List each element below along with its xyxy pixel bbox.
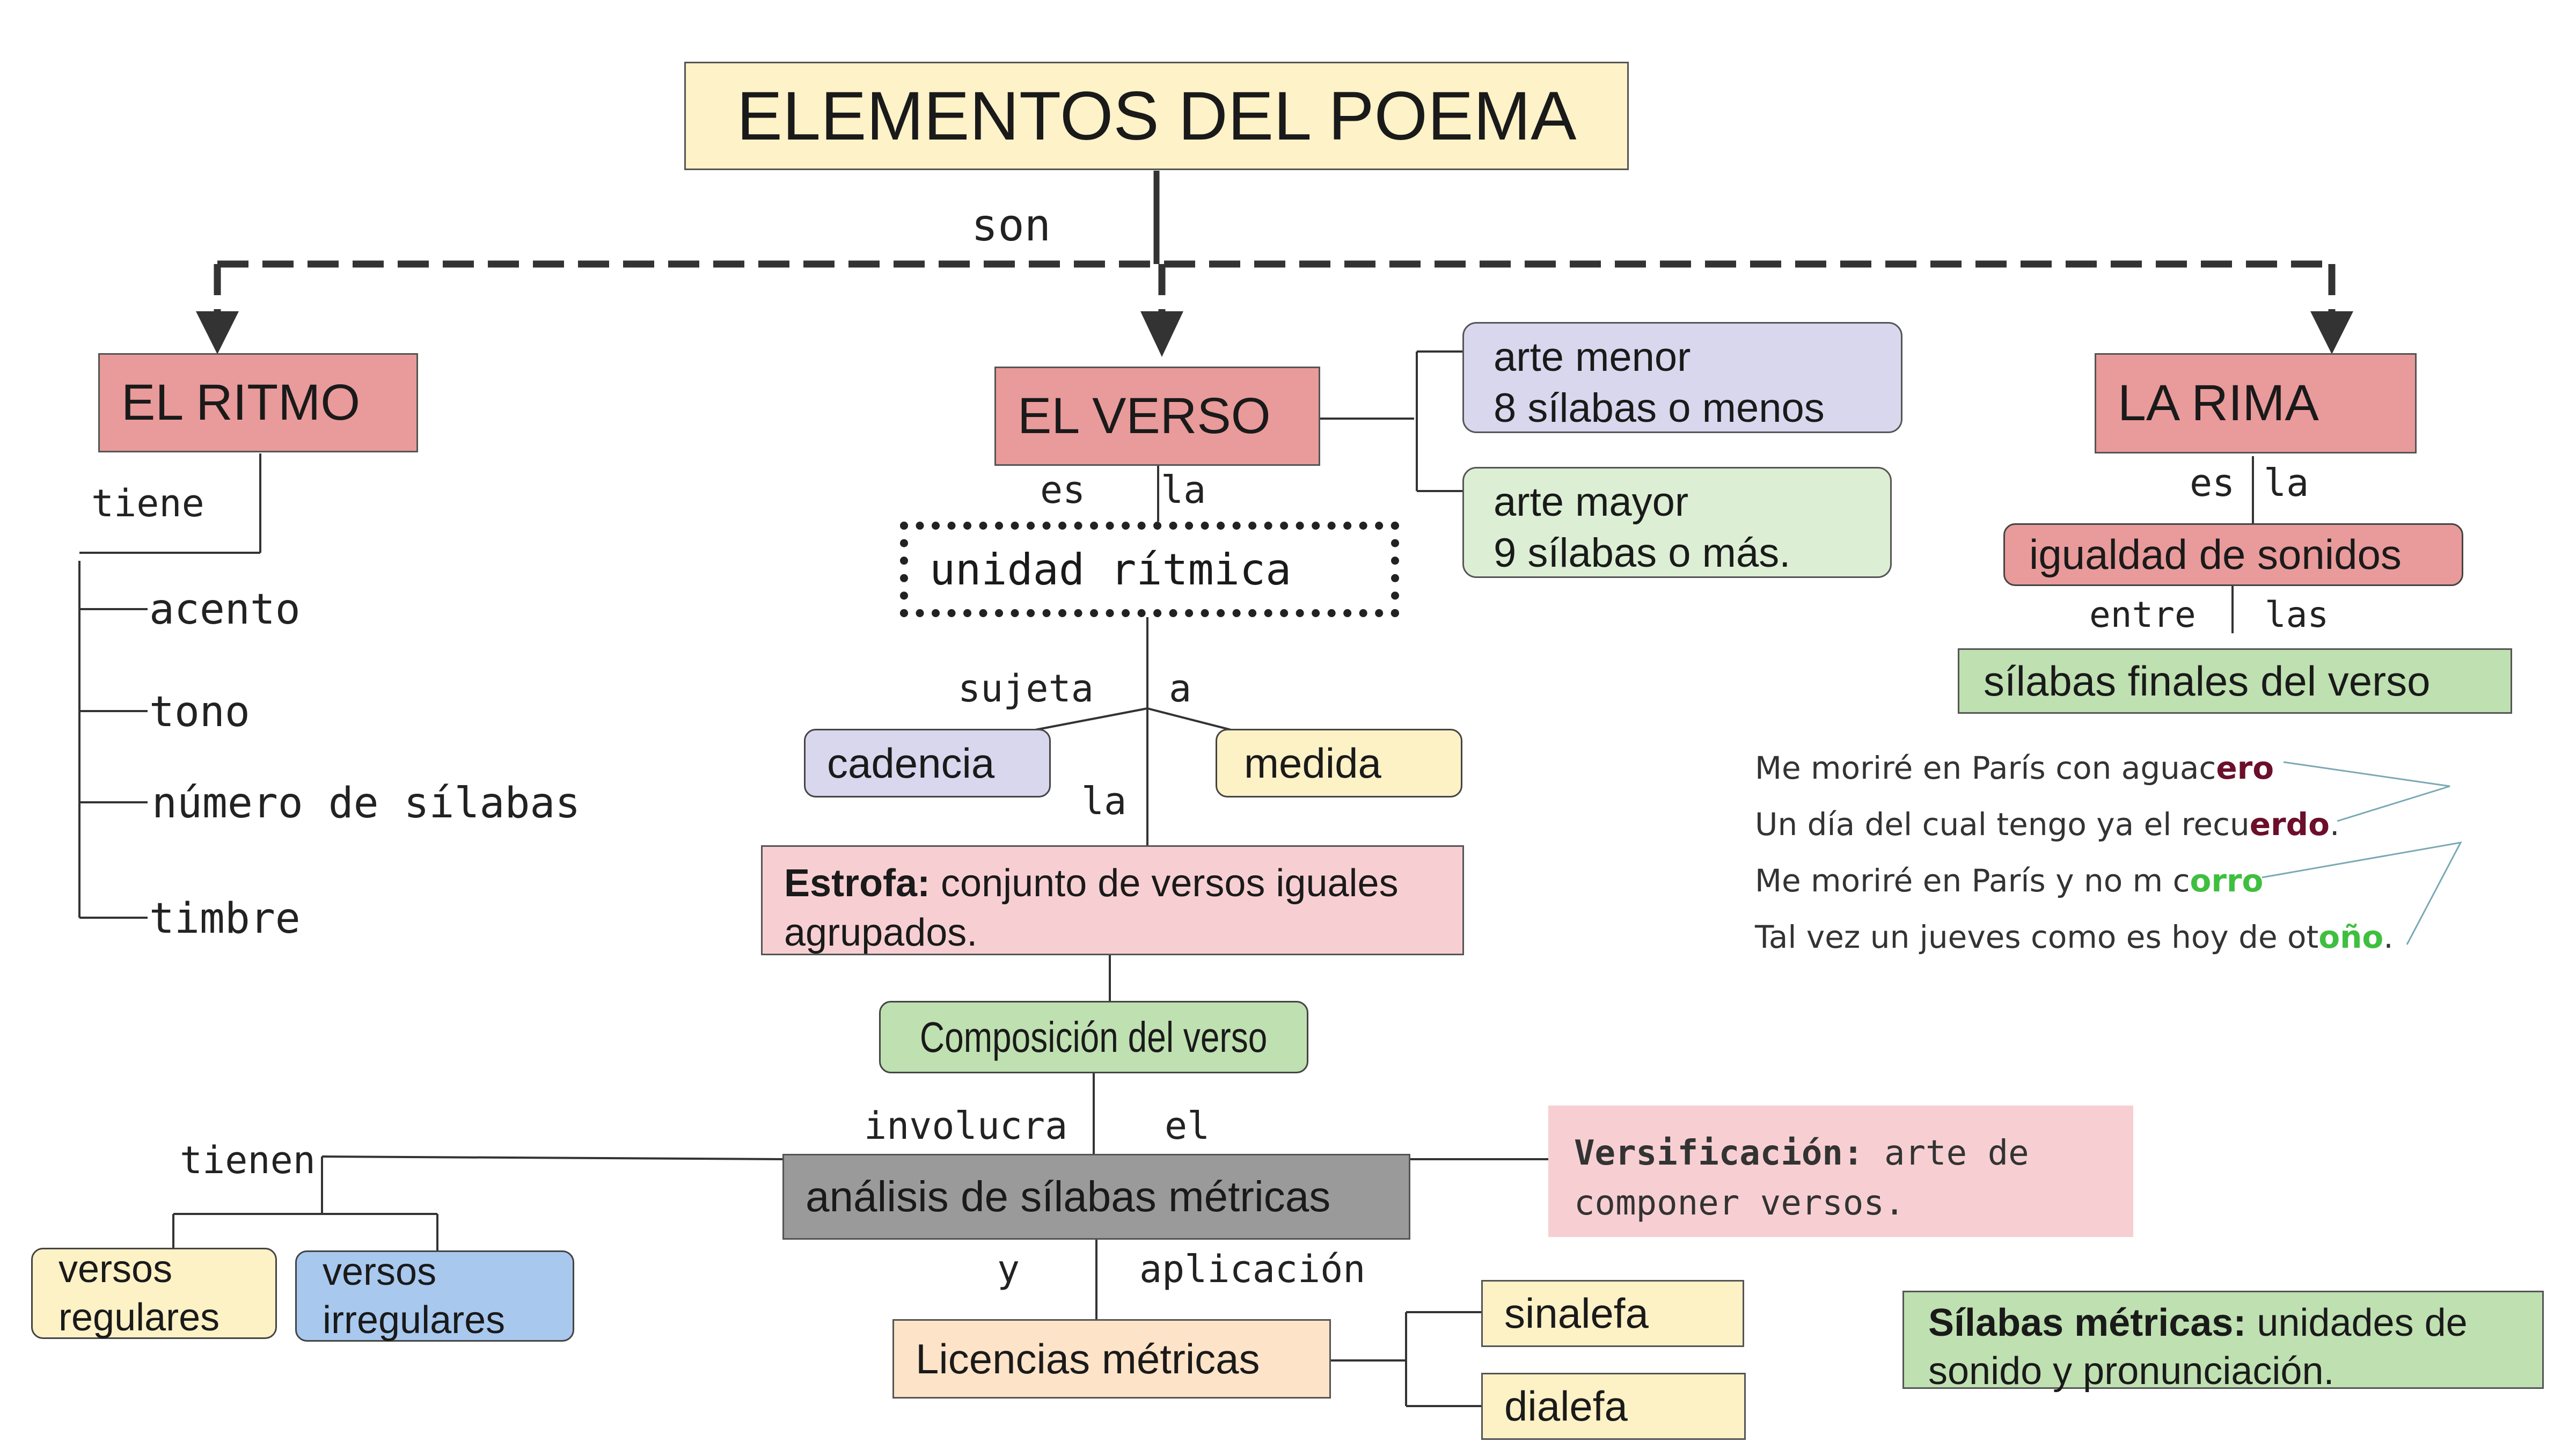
- ritmo-item-numero-silabas: número de sílabas: [152, 779, 581, 828]
- versos-regulares-box: versos regulares: [31, 1248, 277, 1339]
- ritmo-box: EL RITMO: [98, 353, 418, 452]
- poem-line-3: Me moriré en París y no m corro: [1755, 865, 2263, 896]
- link-sujeta: sujeta: [958, 667, 1094, 711]
- verso-title: EL VERSO: [1018, 387, 1271, 444]
- arte-menor-box: arte menor 8 sílabas o menos: [1462, 322, 1902, 433]
- estrofa-term: Estrofa:: [784, 862, 931, 905]
- poem-line-1: Me moriré en París con aguacero: [1755, 752, 2274, 784]
- cadencia-text: cadencia: [827, 739, 995, 787]
- igualdad-box: igualdad de sonidos: [2003, 523, 2463, 586]
- composicion-box: Composición del verso: [879, 1001, 1308, 1073]
- link-involucra: involucra: [864, 1104, 1068, 1148]
- licencias-text: Licencias métricas: [916, 1335, 1260, 1382]
- ritmo-item-timbre: timbre: [149, 895, 301, 943]
- link-verso-la: la: [1161, 468, 1206, 512]
- link-entre: entre: [2089, 594, 2196, 635]
- sinalefa-text: sinalefa: [1504, 1290, 1649, 1337]
- link-rima-es: es: [2190, 461, 2235, 505]
- poem-line-4-end: .: [2383, 919, 2394, 955]
- ritmo-item-tono: tono: [149, 688, 250, 736]
- link-tiene: tiene: [91, 481, 204, 525]
- versos-regulares-text: versos regulares: [58, 1248, 220, 1339]
- dialefa-text: dialefa: [1504, 1382, 1628, 1430]
- poem-line-1-text: Me moriré en París con aguac: [1755, 750, 2216, 786]
- silabas-metricas-term: Sílabas métricas:: [1928, 1301, 2246, 1344]
- arte-mayor-box: arte mayor 9 sílabas o más.: [1462, 467, 1892, 578]
- link-el: el: [1165, 1104, 1210, 1148]
- unidad-ritmica-box: unidad rítmica: [900, 522, 1399, 617]
- versificacion-definition: arte de componer versos.: [1574, 1133, 2029, 1223]
- link-la-medida: la: [1081, 779, 1127, 823]
- silabas-finales-text: sílabas finales del verso: [1984, 657, 2431, 705]
- verso-box: EL VERSO: [994, 367, 1320, 466]
- silabas-finales-box: sílabas finales del verso: [1958, 648, 2512, 714]
- rima-title: LA RIMA: [2118, 375, 2319, 431]
- versos-irregulares-text: versos irregulares: [323, 1250, 506, 1342]
- licencias-box: Licencias métricas: [892, 1319, 1331, 1399]
- poem-line-3-rhyme: orro: [2190, 862, 2264, 899]
- link-rima-la: la: [2264, 461, 2309, 505]
- versificacion-term: Versificación:: [1574, 1133, 1864, 1173]
- link-tienen: tienen: [180, 1138, 316, 1182]
- estrofa-definition: conjunto de versos iguales agrupados.: [784, 862, 1399, 955]
- link-y: y: [997, 1247, 1020, 1291]
- poem-line-2: Un día del cual tengo ya el recuerdo.: [1755, 809, 2339, 840]
- poem-line-2-text: Un día del cual tengo ya el recu: [1755, 806, 2250, 843]
- poem-line-2-end: .: [2330, 806, 2340, 843]
- estrofa-box: Estrofa: conjunto de versos iguales agru…: [761, 845, 1464, 955]
- analisis-box: análisis de sílabas métricas: [782, 1154, 1410, 1240]
- ritmo-title: EL RITMO: [121, 374, 361, 431]
- silabas-metricas-definition: unidades de sonido y pronunciación.: [1928, 1301, 2468, 1393]
- medida-text: medida: [1244, 739, 1381, 787]
- arte-mayor-line1: arte mayor: [1494, 479, 1689, 525]
- unidad-ritmica-text: unidad rítmica: [930, 544, 1292, 595]
- sinalefa-box: sinalefa: [1481, 1280, 1744, 1347]
- versificacion-box: Versificación: arte de componer versos.: [1548, 1106, 2133, 1237]
- silabas-metricas-text: Sílabas métricas: unidades de sonido y p…: [1928, 1299, 2518, 1395]
- poem-line-4: Tal vez un jueves como es hoy de otoño.: [1755, 921, 2394, 953]
- link-verso-es: es: [1040, 468, 1086, 512]
- arte-menor-line1: arte menor: [1494, 334, 1691, 380]
- poem-line-2-rhyme: erdo: [2249, 806, 2330, 843]
- dialefa-box: dialefa: [1481, 1373, 1746, 1440]
- poem-line-1-rhyme: ero: [2216, 750, 2274, 786]
- estrofa-text: Estrofa: conjunto de versos iguales agru…: [784, 859, 1441, 957]
- rima-box: LA RIMA: [2095, 353, 2417, 453]
- composicion-text: Composición del verso: [920, 1013, 1268, 1061]
- silabas-metricas-box: Sílabas métricas: unidades de sonido y p…: [1902, 1291, 2544, 1393]
- poem-line-4-rhyme: oño: [2318, 919, 2384, 955]
- igualdad-text: igualdad de sonidos: [2029, 531, 2402, 578]
- poem-line-3-text: Me moriré en París y no m c: [1755, 862, 2190, 899]
- analisis-text: análisis de sílabas métricas: [806, 1173, 1331, 1220]
- arte-menor-line2: 8 sílabas o menos: [1494, 385, 1825, 431]
- versificacion-text: Versificación: arte de componer versos.: [1574, 1129, 2107, 1228]
- versos-irregulares-box: versos irregulares: [295, 1250, 574, 1342]
- title-box: ELEMENTOS DEL POEMA: [684, 62, 1629, 170]
- arte-mayor-line2: 9 sílabas o más.: [1494, 530, 1791, 576]
- cadencia-box: cadencia: [804, 729, 1051, 797]
- poem-line-4-text: Tal vez un jueves como es hoy de ot: [1755, 919, 2319, 955]
- ritmo-item-acento: acento: [149, 586, 301, 634]
- link-las: las: [2265, 594, 2329, 635]
- link-son: son: [971, 200, 1051, 251]
- link-aplicacion: aplicación: [1139, 1247, 1366, 1291]
- link-a: a: [1169, 667, 1192, 711]
- title-text: ELEMENTOS DEL POEMA: [736, 77, 1577, 155]
- medida-box: medida: [1216, 729, 1462, 797]
